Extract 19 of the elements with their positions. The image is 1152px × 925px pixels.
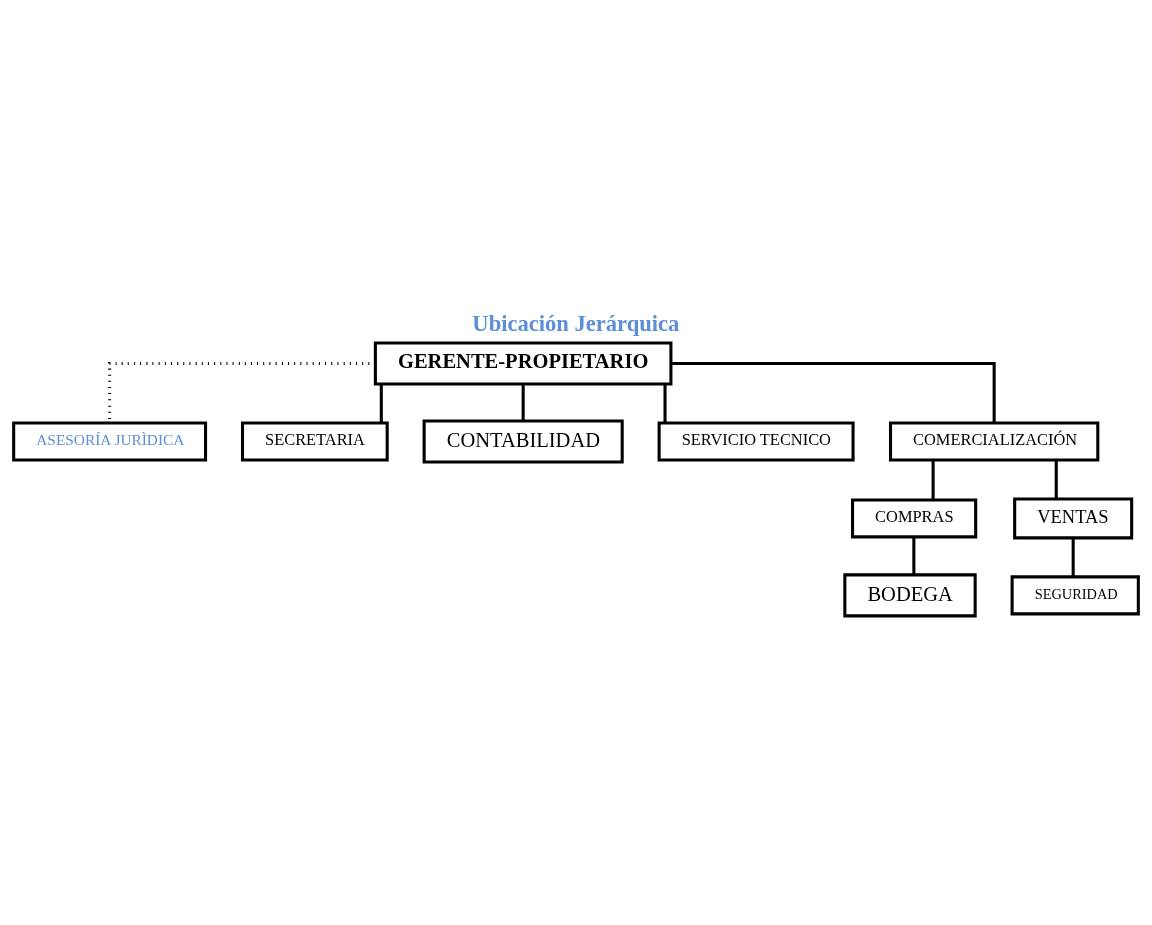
node-box: GERENTE-PROPIETARIO [373, 340, 673, 386]
connector [1054, 459, 1058, 499]
connector [379, 383, 383, 423]
node-box: COMERCIALIZACIÓN [888, 420, 1100, 461]
node-box: COMPRAS [851, 497, 978, 538]
node-box: SECRETARIA [240, 420, 389, 461]
node-box: VENTAS [1013, 496, 1134, 539]
node-box: ASESORÍA JURÌDICA [12, 420, 208, 461]
node-box: CONTABILIDAD [422, 418, 624, 463]
connector [912, 536, 916, 575]
node-box: SERVICIO TECNICO [657, 420, 855, 461]
connector [931, 459, 935, 500]
node-box: SEGURIDAD [1010, 574, 1140, 615]
node-box: BODEGA [843, 572, 977, 617]
connector [663, 383, 667, 423]
diagram-title: Ubicación Jerárquica [472, 310, 680, 336]
connector [671, 361, 996, 423]
connector [1071, 537, 1075, 577]
connector [521, 383, 525, 421]
